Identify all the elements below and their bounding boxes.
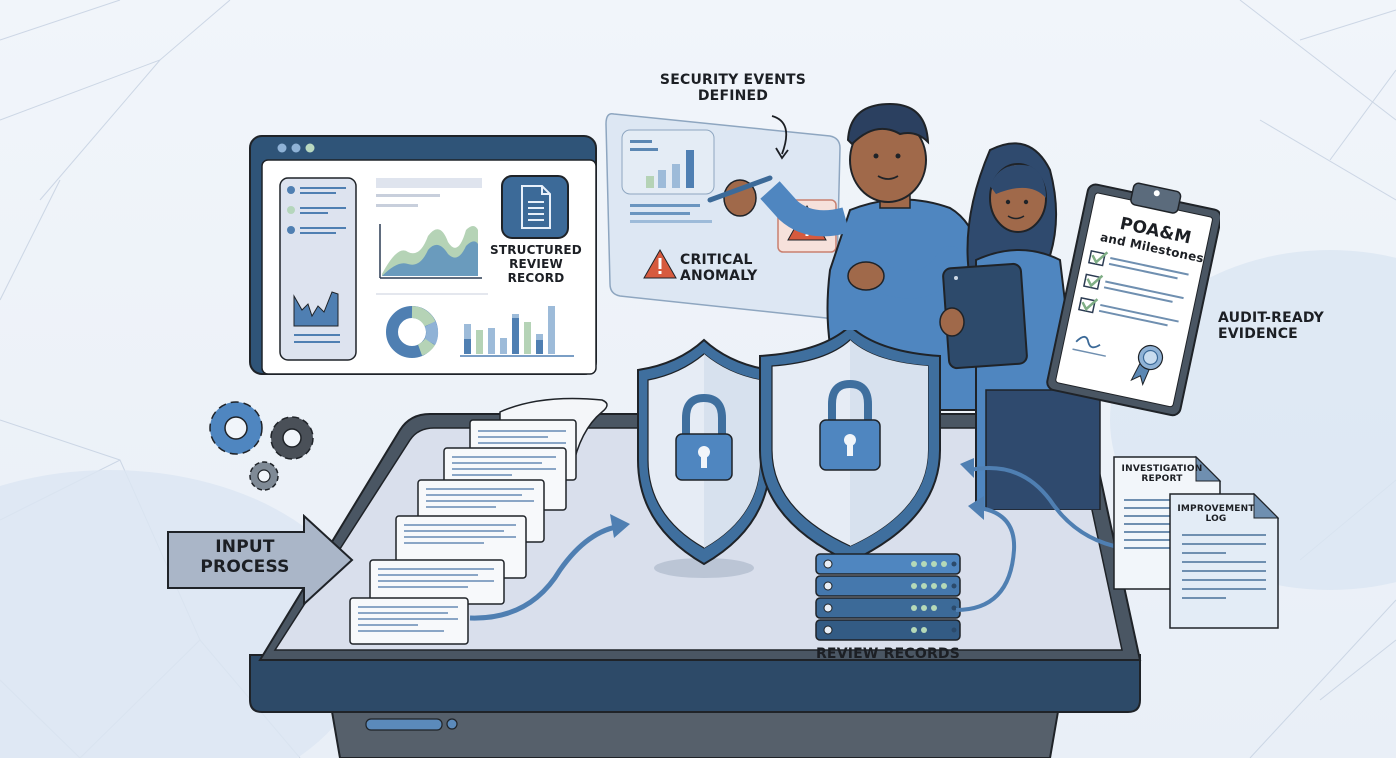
label-line: IMPROVEMENT xyxy=(1177,504,1255,514)
tablet-icon xyxy=(939,262,1028,370)
label-line: REPORT xyxy=(1141,474,1183,485)
padlock-icon xyxy=(675,393,733,481)
gears-illustration xyxy=(196,388,326,498)
signature-icon xyxy=(1075,335,1101,349)
label-line: STRUCTURED xyxy=(490,243,582,257)
checkbox-icon xyxy=(1078,296,1099,314)
label-line: AUDIT-READY xyxy=(1218,310,1325,326)
input-process-arrow: INPUT PROCESS xyxy=(166,514,356,606)
input-process-label: INPUT PROCESS xyxy=(180,537,310,577)
flow-arrows xyxy=(940,440,1120,620)
label-line: PROCESS xyxy=(200,556,290,577)
server-rack: REVIEW RECORDS xyxy=(812,550,972,670)
label-line: ANOMALY xyxy=(680,268,758,285)
people-illustration xyxy=(700,90,1120,510)
dashboard-window: STRUCTURED REVIEW RECORD xyxy=(248,134,600,378)
security-shields xyxy=(610,330,950,590)
label-line: INPUT xyxy=(215,537,275,557)
label-line: LOG xyxy=(1205,514,1227,525)
checkbox-icon xyxy=(1087,250,1109,267)
padlock-icon xyxy=(819,379,881,471)
shield-icon xyxy=(759,330,941,564)
audit-ready-evidence-label: AUDIT-READY EVIDENCE xyxy=(1218,310,1348,342)
gear-icon-medium xyxy=(270,416,314,460)
checkbox-icon xyxy=(1082,273,1104,290)
holographic-panel: CRITICAL ANOMALY xyxy=(600,100,880,330)
document-icon xyxy=(521,185,551,229)
security-events-label: SECURITY EVENTS DEFINED xyxy=(608,72,858,104)
label-line: SECURITY EVENTS xyxy=(659,72,807,88)
shield-icon xyxy=(637,338,771,566)
warning-icon xyxy=(643,248,677,279)
poam-clipboard: POA&M and Milestones xyxy=(1040,180,1220,420)
investigation-report-title: INVESTIGATION REPORT xyxy=(1112,464,1212,485)
label-line: REVIEW xyxy=(509,256,563,271)
label-line: RECORD xyxy=(507,270,565,285)
improvement-log-title: IMPROVEMENT LOG xyxy=(1170,504,1262,525)
label-line: EVIDENCE xyxy=(1218,326,1298,343)
gear-icon-small xyxy=(249,461,279,491)
improvement-log-doc: IMPROVEMENT LOG xyxy=(1168,492,1280,630)
label-line: DEFINED xyxy=(697,88,769,105)
critical-anomaly-label: CRITICAL ANOMALY xyxy=(680,252,780,284)
window-dot xyxy=(277,143,287,153)
award-seal-icon xyxy=(1130,344,1164,387)
gear-icon-large xyxy=(209,401,263,455)
review-records-label: REVIEW RECORDS xyxy=(815,646,961,662)
label-line: CRITICAL xyxy=(680,252,753,268)
structured-review-record-label: STRUCTURED REVIEW RECORD xyxy=(484,243,588,285)
label-line: INVESTIGATION xyxy=(1121,464,1203,474)
paper-stack xyxy=(340,390,630,650)
